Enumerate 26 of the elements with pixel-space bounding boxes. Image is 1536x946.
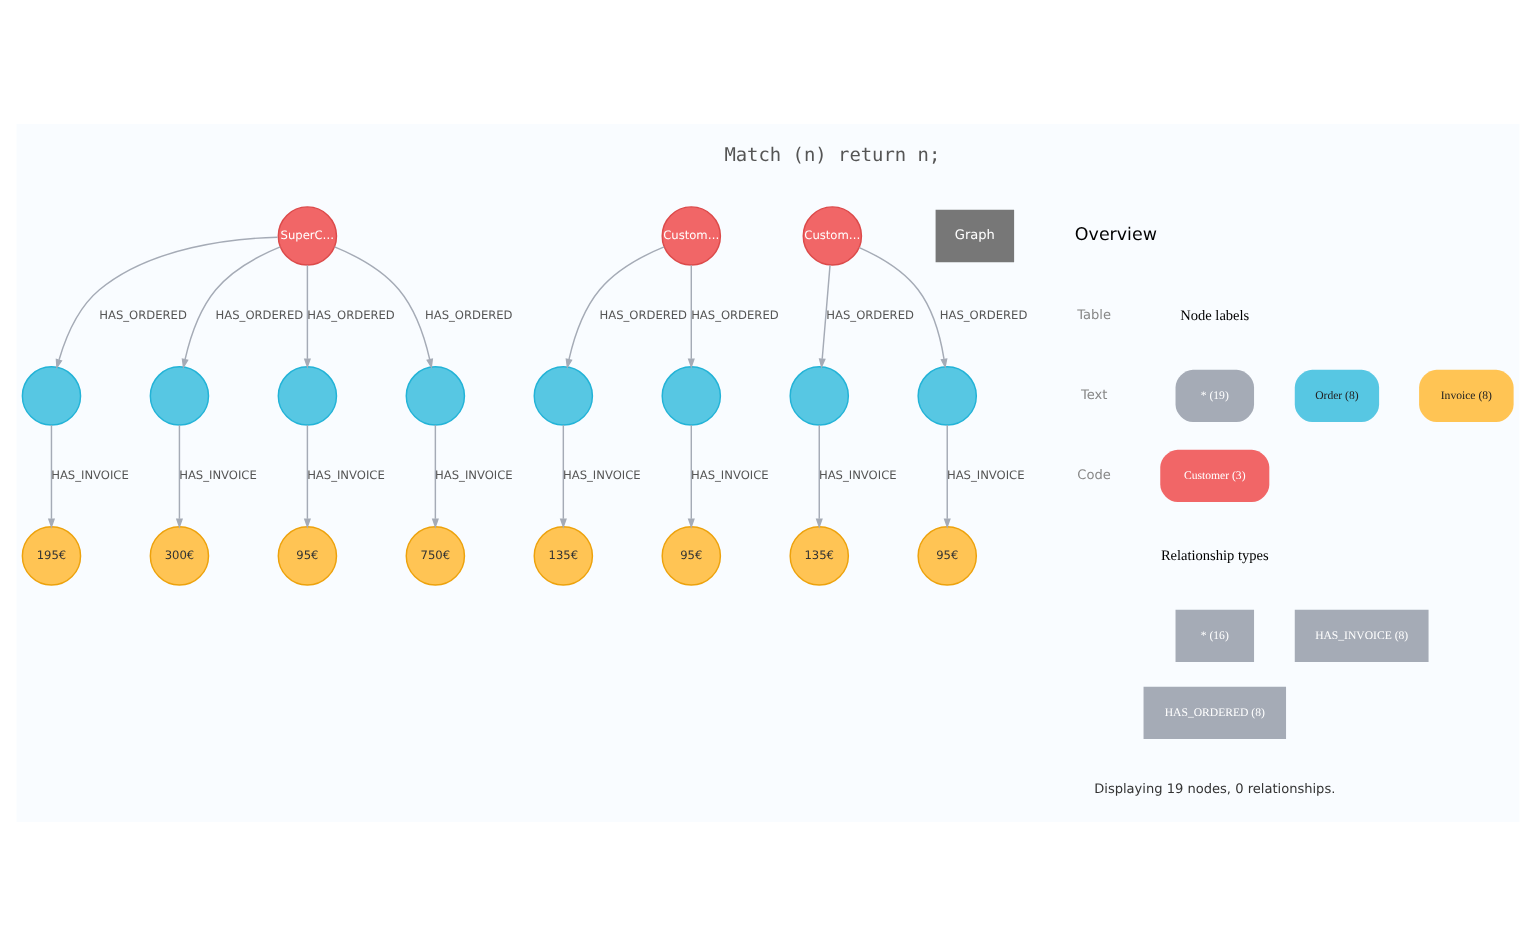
arrow: [333, 246, 434, 370]
arrow: [818, 264, 831, 369]
arrow: [687, 424, 695, 529]
label: Overview: [1074, 226, 1157, 247]
node-circle: [533, 366, 594, 426]
arrow: [943, 424, 951, 529]
node-circle: [277, 366, 338, 426]
arrow: [565, 246, 665, 370]
node-circle: [789, 366, 850, 426]
node-circle: [917, 366, 978, 426]
arrow: [47, 424, 56, 529]
node-circle: [149, 366, 210, 426]
arrow: [175, 424, 183, 529]
arrow: [303, 264, 311, 369]
node-circle: [661, 366, 722, 426]
arrow: [687, 264, 695, 369]
arrow: [181, 246, 281, 370]
arrow: [303, 424, 311, 529]
node-circle: [405, 366, 466, 426]
arrow: [55, 236, 279, 370]
arrow: [559, 424, 567, 529]
label: Match (n) return n;: [724, 144, 941, 167]
arrow: [431, 424, 439, 529]
arrow: [815, 424, 823, 529]
arrow: [858, 246, 948, 369]
node-circle: [21, 366, 82, 426]
